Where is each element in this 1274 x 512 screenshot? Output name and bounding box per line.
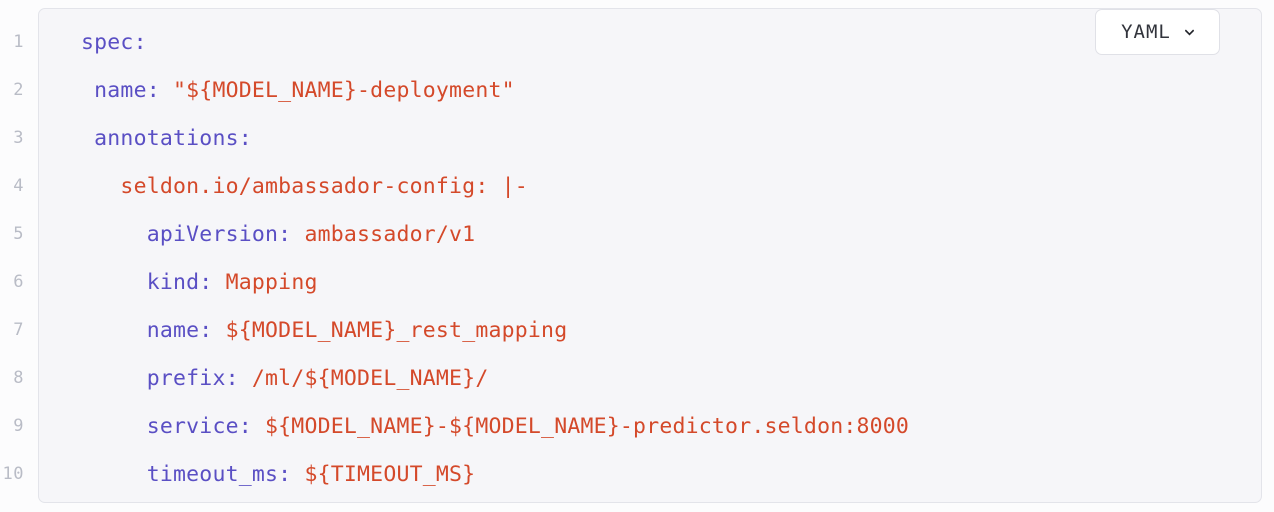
code-content[interactable]: spec: name: "${MODEL_NAME}-deployment" a… — [39, 19, 1261, 499]
code-token-val: "${MODEL_NAME}-deployment" — [159, 78, 515, 103]
language-selector-button[interactable]: YAML — [1095, 9, 1220, 55]
code-token-val: ${MODEL_NAME}-${MODEL_NAME}-predictor.se… — [251, 414, 910, 439]
line-number: 6 — [13, 272, 24, 292]
line-number: 7 — [13, 320, 24, 340]
line-number: 4 — [13, 176, 24, 196]
code-line: annotations: — [81, 115, 1261, 163]
code-line: prefix: /ml/${MODEL_NAME}/ — [81, 355, 1261, 403]
line-number: 9 — [13, 416, 24, 436]
code-token-key: apiVersion: — [81, 222, 292, 247]
code-block-card: spec: name: "${MODEL_NAME}-deployment" a… — [38, 8, 1262, 503]
code-line: seldon.io/ambassador-config: |- — [81, 163, 1261, 211]
chevron-down-icon — [1184, 28, 1194, 37]
code-line: spec: — [81, 19, 1261, 67]
code-token-key: service: — [81, 414, 252, 439]
line-number: 2 — [13, 80, 24, 100]
line-number-gutter: 1 2 3 4 5 6 7 8 9 10 — [0, 18, 38, 504]
code-line: timeout_ms: ${TIMEOUT_MS} — [81, 451, 1261, 499]
code-token-val: ambassador/v1 — [291, 222, 476, 247]
code-line: name: "${MODEL_NAME}-deployment" — [81, 67, 1261, 115]
code-token-key: prefix: — [81, 366, 239, 391]
code-token-key: timeout_ms: — [81, 462, 292, 487]
code-token-key: kind: — [81, 270, 213, 295]
line-number: 5 — [13, 224, 24, 244]
line-number: 8 — [13, 368, 24, 388]
code-line: service: ${MODEL_NAME}-${MODEL_NAME}-pre… — [81, 403, 1261, 451]
code-token-val: /ml/${MODEL_NAME}/ — [238, 366, 489, 391]
line-number: 1 — [13, 32, 24, 52]
code-token-key: name: — [81, 318, 213, 343]
language-selector-label: YAML — [1121, 21, 1171, 43]
code-token-key: spec: — [81, 30, 147, 55]
code-token-val: ${MODEL_NAME}_rest_mapping — [212, 318, 568, 343]
code-token-key: annotations: — [81, 126, 252, 151]
code-token-val: Mapping — [212, 270, 318, 295]
code-token-val: ${TIMEOUT_MS} — [291, 462, 476, 487]
code-line: kind: Mapping — [81, 259, 1261, 307]
code-token-key: name: — [81, 78, 160, 103]
code-token-val: seldon.io/ambassador-config: |- — [81, 174, 528, 199]
line-number: 3 — [13, 128, 24, 148]
code-line: apiVersion: ambassador/v1 — [81, 211, 1261, 259]
code-line: name: ${MODEL_NAME}_rest_mapping — [81, 307, 1261, 355]
line-number: 10 — [2, 464, 24, 484]
